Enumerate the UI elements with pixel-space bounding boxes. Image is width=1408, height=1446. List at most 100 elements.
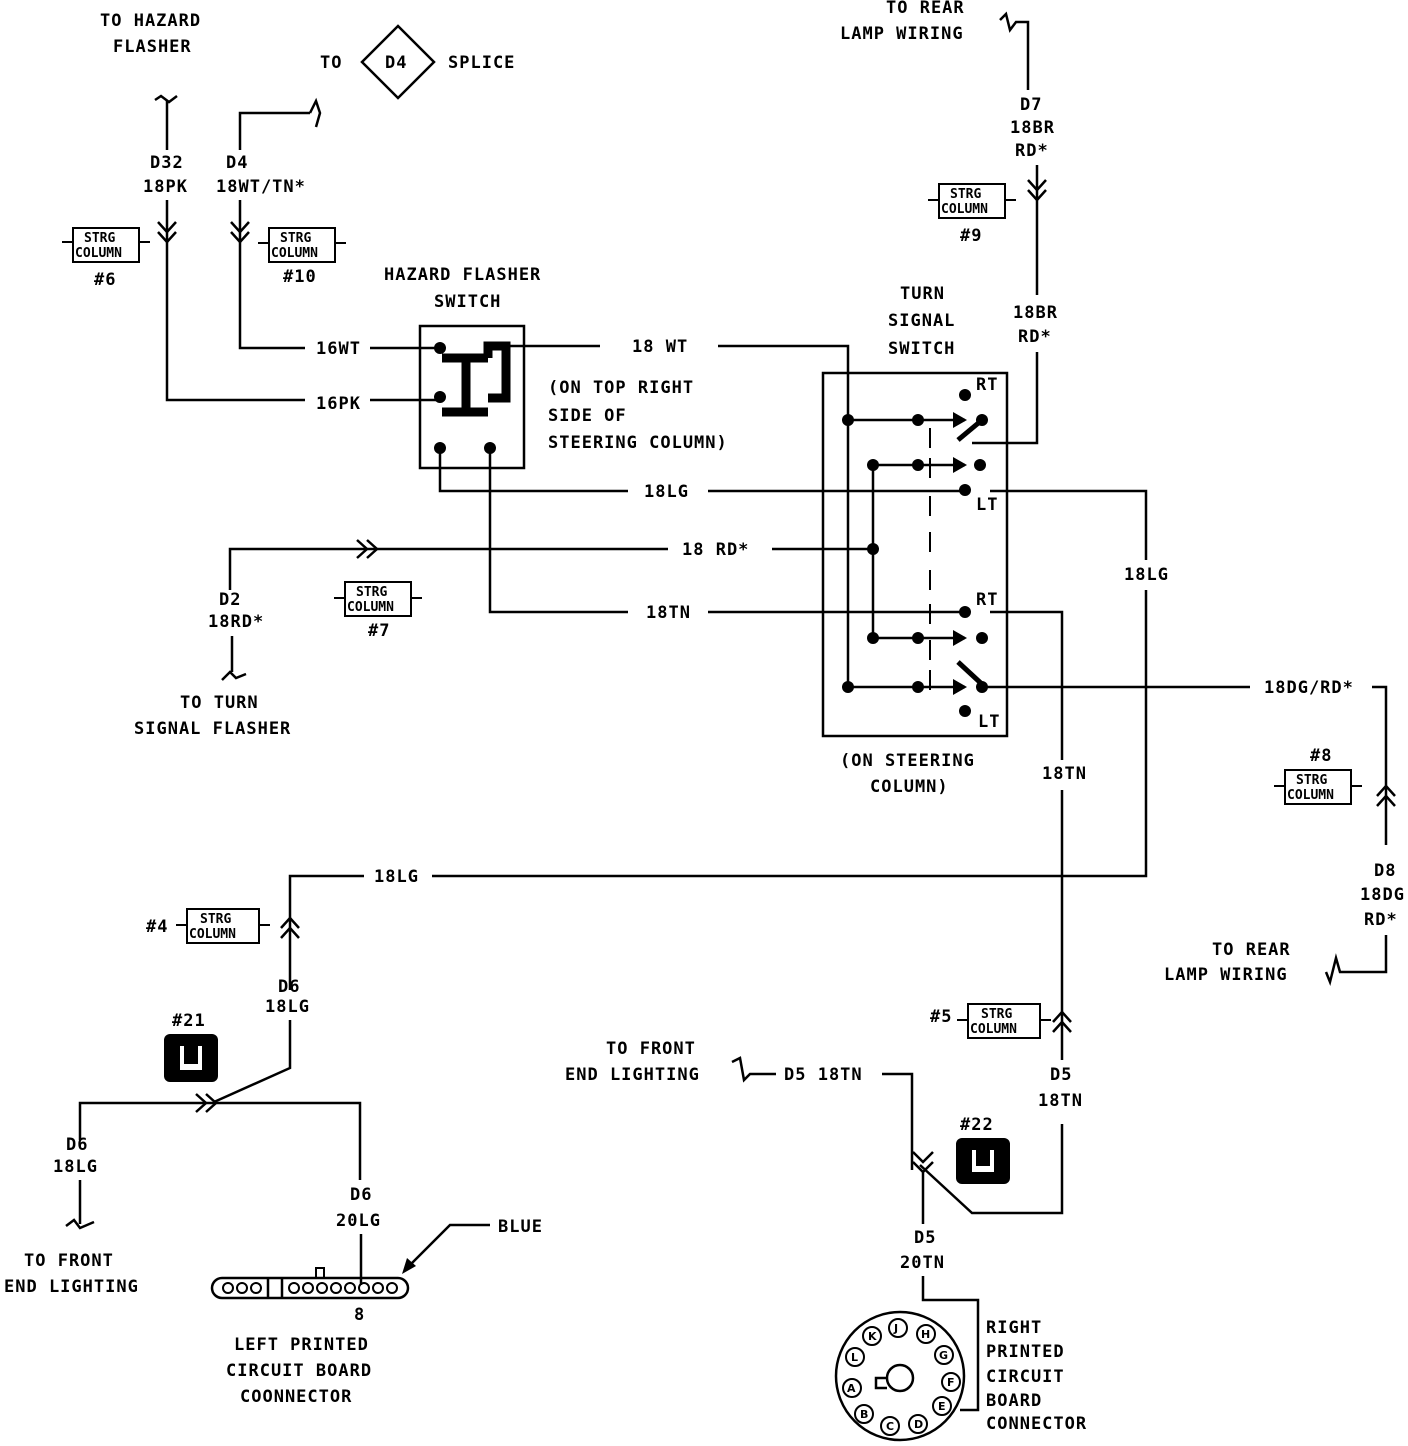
label-to-turn-flasher-2: SIGNAL FLASHER <box>134 719 291 739</box>
label-on-col-2: COLUMN) <box>870 777 949 797</box>
hazard-switch-box <box>418 324 526 470</box>
pointer-blue <box>406 1223 490 1269</box>
svg-text:STRG: STRG <box>200 912 231 927</box>
svg-text:E: E <box>938 1400 946 1413</box>
svg-text:C: C <box>886 1420 894 1433</box>
wire-d4-to-16wt <box>238 200 305 350</box>
wire-into-hazard <box>370 346 440 402</box>
svg-text:D: D <box>914 1418 923 1431</box>
wire-18wt-to-turn <box>718 344 850 420</box>
svg-text:COLUMN: COLUMN <box>75 246 122 261</box>
svg-text:COLUMN: COLUMN <box>970 1022 1017 1037</box>
label-d4-1: D4 <box>226 153 248 173</box>
label-strg-7: #7 <box>368 621 390 641</box>
svg-text:COLUMN: COLUMN <box>271 246 318 261</box>
label-strg-9: #9 <box>960 226 982 246</box>
wire-18lg-right <box>990 489 1148 560</box>
label-d6-b-2: 18LG <box>53 1157 98 1177</box>
svg-text:LT: LT <box>976 495 998 515</box>
svg-text:STRG: STRG <box>84 231 115 246</box>
svg-text:J: J <box>893 1322 898 1335</box>
label-to-front-right-1: TO FRONT <box>606 1039 696 1059</box>
label-pin-8: 8 <box>354 1305 365 1325</box>
label-18tn-a: 18TN <box>646 603 691 623</box>
wire-d2-feed <box>228 547 668 590</box>
connector-pins: K J H L G A F B C D E <box>842 1318 961 1436</box>
label-18lg-a: 18LG <box>644 482 689 502</box>
label-d5-b-1: D5 <box>914 1228 936 1248</box>
label-d6-a-2: 18LG <box>265 997 310 1017</box>
label-right-pcb-4: BOARD <box>986 1391 1042 1411</box>
wire-break-d7 <box>999 11 1030 90</box>
wire-break-d8 <box>1324 935 1388 987</box>
label-right-pcb-5: CONNECTOR <box>986 1414 1087 1434</box>
svg-text:STRG: STRG <box>356 585 387 600</box>
label-strg-6: #6 <box>94 270 116 290</box>
connector-arrow-d6-b <box>195 1093 218 1113</box>
label-18wt: 18 WT <box>632 337 688 357</box>
label-strg-10: #10 <box>283 267 317 287</box>
svg-text:RT: RT <box>976 375 998 395</box>
svg-text:#5: #5 <box>930 1007 952 1027</box>
label-to-rear-lamp-bot-2: LAMP WIRING <box>1164 965 1288 985</box>
svg-text:STRG: STRG <box>1296 773 1327 788</box>
label-d32-1: D32 <box>150 153 184 173</box>
svg-text:COLUMN: COLUMN <box>347 600 394 615</box>
wire-d5-18tn <box>919 1124 1064 1215</box>
label-16pk: 16PK <box>316 394 361 414</box>
label-d6-c-1: D6 <box>350 1185 372 1205</box>
turn-switch-internals: RT LT RT LT <box>842 375 999 732</box>
label-d5-b-2: 20TN <box>900 1253 945 1273</box>
label-18tn-b: 18TN <box>1042 764 1087 784</box>
svg-text:STRG: STRG <box>280 231 311 246</box>
label-18lg-b: 18LG <box>1124 565 1169 585</box>
hazard-switch-contacts <box>434 341 511 454</box>
strg-column-6: STRG COLUMN #6 <box>62 227 150 290</box>
wire-d4-upper <box>238 111 310 150</box>
wire-18tn-right <box>990 610 1064 760</box>
label-d7-1: D7 <box>1020 95 1042 115</box>
svg-text:STRG: STRG <box>950 187 981 202</box>
label-18lg-c: 18LG <box>374 867 419 887</box>
label-blue: BLUE <box>498 1217 543 1237</box>
svg-text:F: F <box>947 1376 955 1389</box>
wire-d6-diagonal <box>213 1020 292 1104</box>
connector-arrow-d8 <box>1376 784 1396 807</box>
svg-text:D4: D4 <box>385 53 407 73</box>
svg-text:#22: #22 <box>960 1115 994 1135</box>
label-to-rear-lamp-top-2: LAMP WIRING <box>840 24 964 44</box>
wire-break-d4 <box>308 97 322 128</box>
svg-text:A: A <box>847 1382 856 1395</box>
wire-18lg-left <box>288 874 364 990</box>
strg-column-9: STRG COLUMN #9 <box>928 183 1016 246</box>
connector-22: #22 <box>956 1115 1010 1184</box>
wire-d32-to-16pk <box>165 200 305 402</box>
strg-column-8: STRG COLUMN <box>1274 769 1362 805</box>
svg-text:COLUMN: COLUMN <box>189 927 236 942</box>
wire-d5-to-right-pcb <box>921 1276 980 1412</box>
svg-text:RT: RT <box>976 590 998 610</box>
strg-column-4: #4 STRG COLUMN <box>146 908 270 944</box>
wire-18lg-down <box>432 590 1148 878</box>
strg-column-7: STRG COLUMN #7 <box>334 581 422 641</box>
svg-text:STRG: STRG <box>981 1007 1012 1022</box>
wire-18lg-from-hazard <box>438 448 628 493</box>
right-pcb-connector: K J H L G A F B C D E <box>834 1310 966 1442</box>
svg-text:H: H <box>921 1328 930 1341</box>
label-on-col-1: (ON STEERING <box>840 751 975 771</box>
connector-arrow-d4 <box>230 221 250 244</box>
label-br-mid-2: RD* <box>1018 327 1052 347</box>
wire-break-d2 <box>221 636 247 681</box>
label-d7-3: RD* <box>1015 141 1049 161</box>
label-hazard-switch-1: HAZARD FLASHER <box>384 265 541 285</box>
wire-d6-split <box>78 1101 362 1180</box>
svg-text:K: K <box>868 1330 877 1343</box>
label-d8-2: 18DG <box>1360 885 1405 905</box>
d4-splice-diamond: D4 <box>360 24 436 100</box>
label-to-rear-lamp-bot-1: TO REAR <box>1212 940 1291 960</box>
label-left-pcb-2: CIRCUIT BOARD <box>226 1361 372 1381</box>
label-left-pcb-3: COONNECTOR <box>240 1387 352 1407</box>
label-d8-1: D8 <box>1374 861 1396 881</box>
connector-arrow-d6 <box>280 916 300 939</box>
